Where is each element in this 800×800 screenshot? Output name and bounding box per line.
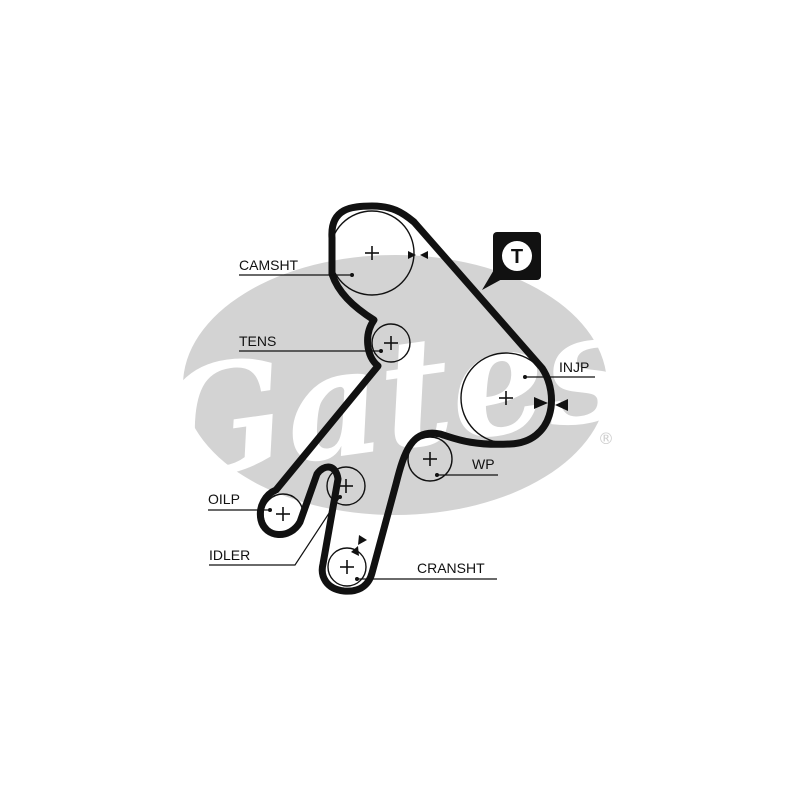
- label-water-pump: WP: [472, 456, 495, 472]
- label-idler-group: IDLER: [209, 495, 342, 566]
- pulley-idler: [326, 466, 366, 506]
- label-tensioner: TENS: [239, 333, 276, 349]
- gates-logo-watermark: Gates ®: [146, 255, 640, 516]
- label-camshaft: CAMSHT: [239, 257, 299, 273]
- timing-belt: [256, 202, 555, 595]
- registered-mark: ®: [598, 429, 614, 448]
- label-crankshaft-group: CRANSHT: [355, 560, 497, 581]
- timing-mark-camshaft: [408, 251, 428, 259]
- label-water-pump-group: WP: [435, 456, 498, 477]
- label-idler: IDLER: [209, 547, 250, 563]
- pulley-crankshaft: [327, 547, 367, 587]
- timing-mark-crankshaft: [351, 535, 367, 556]
- label-oil-pump: OILP: [208, 491, 240, 507]
- pulley-tensioner: [371, 323, 411, 363]
- timing-mark-injection-pump: [534, 397, 568, 411]
- label-camshaft-group: CAMSHT: [239, 257, 354, 277]
- label-oil-pump-group: OILP: [208, 491, 272, 512]
- label-injection-pump-group: INJP: [523, 359, 595, 379]
- label-injection-pump: INJP: [559, 359, 589, 375]
- label-tensioner-group: TENS: [239, 333, 383, 353]
- pulley-water-pump: [407, 436, 453, 482]
- tension-marker: T: [482, 232, 541, 290]
- tension-marker-letter: T: [511, 246, 523, 268]
- label-crankshaft: CRANSHT: [417, 560, 485, 576]
